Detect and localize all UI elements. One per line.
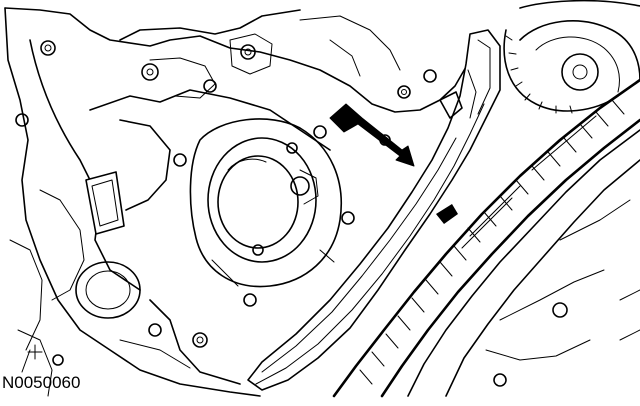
chain-marker xyxy=(436,204,458,224)
timing-chain-guide xyxy=(247,29,501,391)
fixed-chain-guide xyxy=(407,129,640,397)
pointer-arrow xyxy=(329,103,415,167)
reference-mark xyxy=(27,344,43,360)
crankshaft-seal-bore xyxy=(189,118,342,288)
figure-id-label: N0050060 xyxy=(2,373,81,392)
timing-chain xyxy=(332,78,640,398)
camshaft-sprocket xyxy=(503,0,640,114)
engine-block xyxy=(4,7,479,397)
